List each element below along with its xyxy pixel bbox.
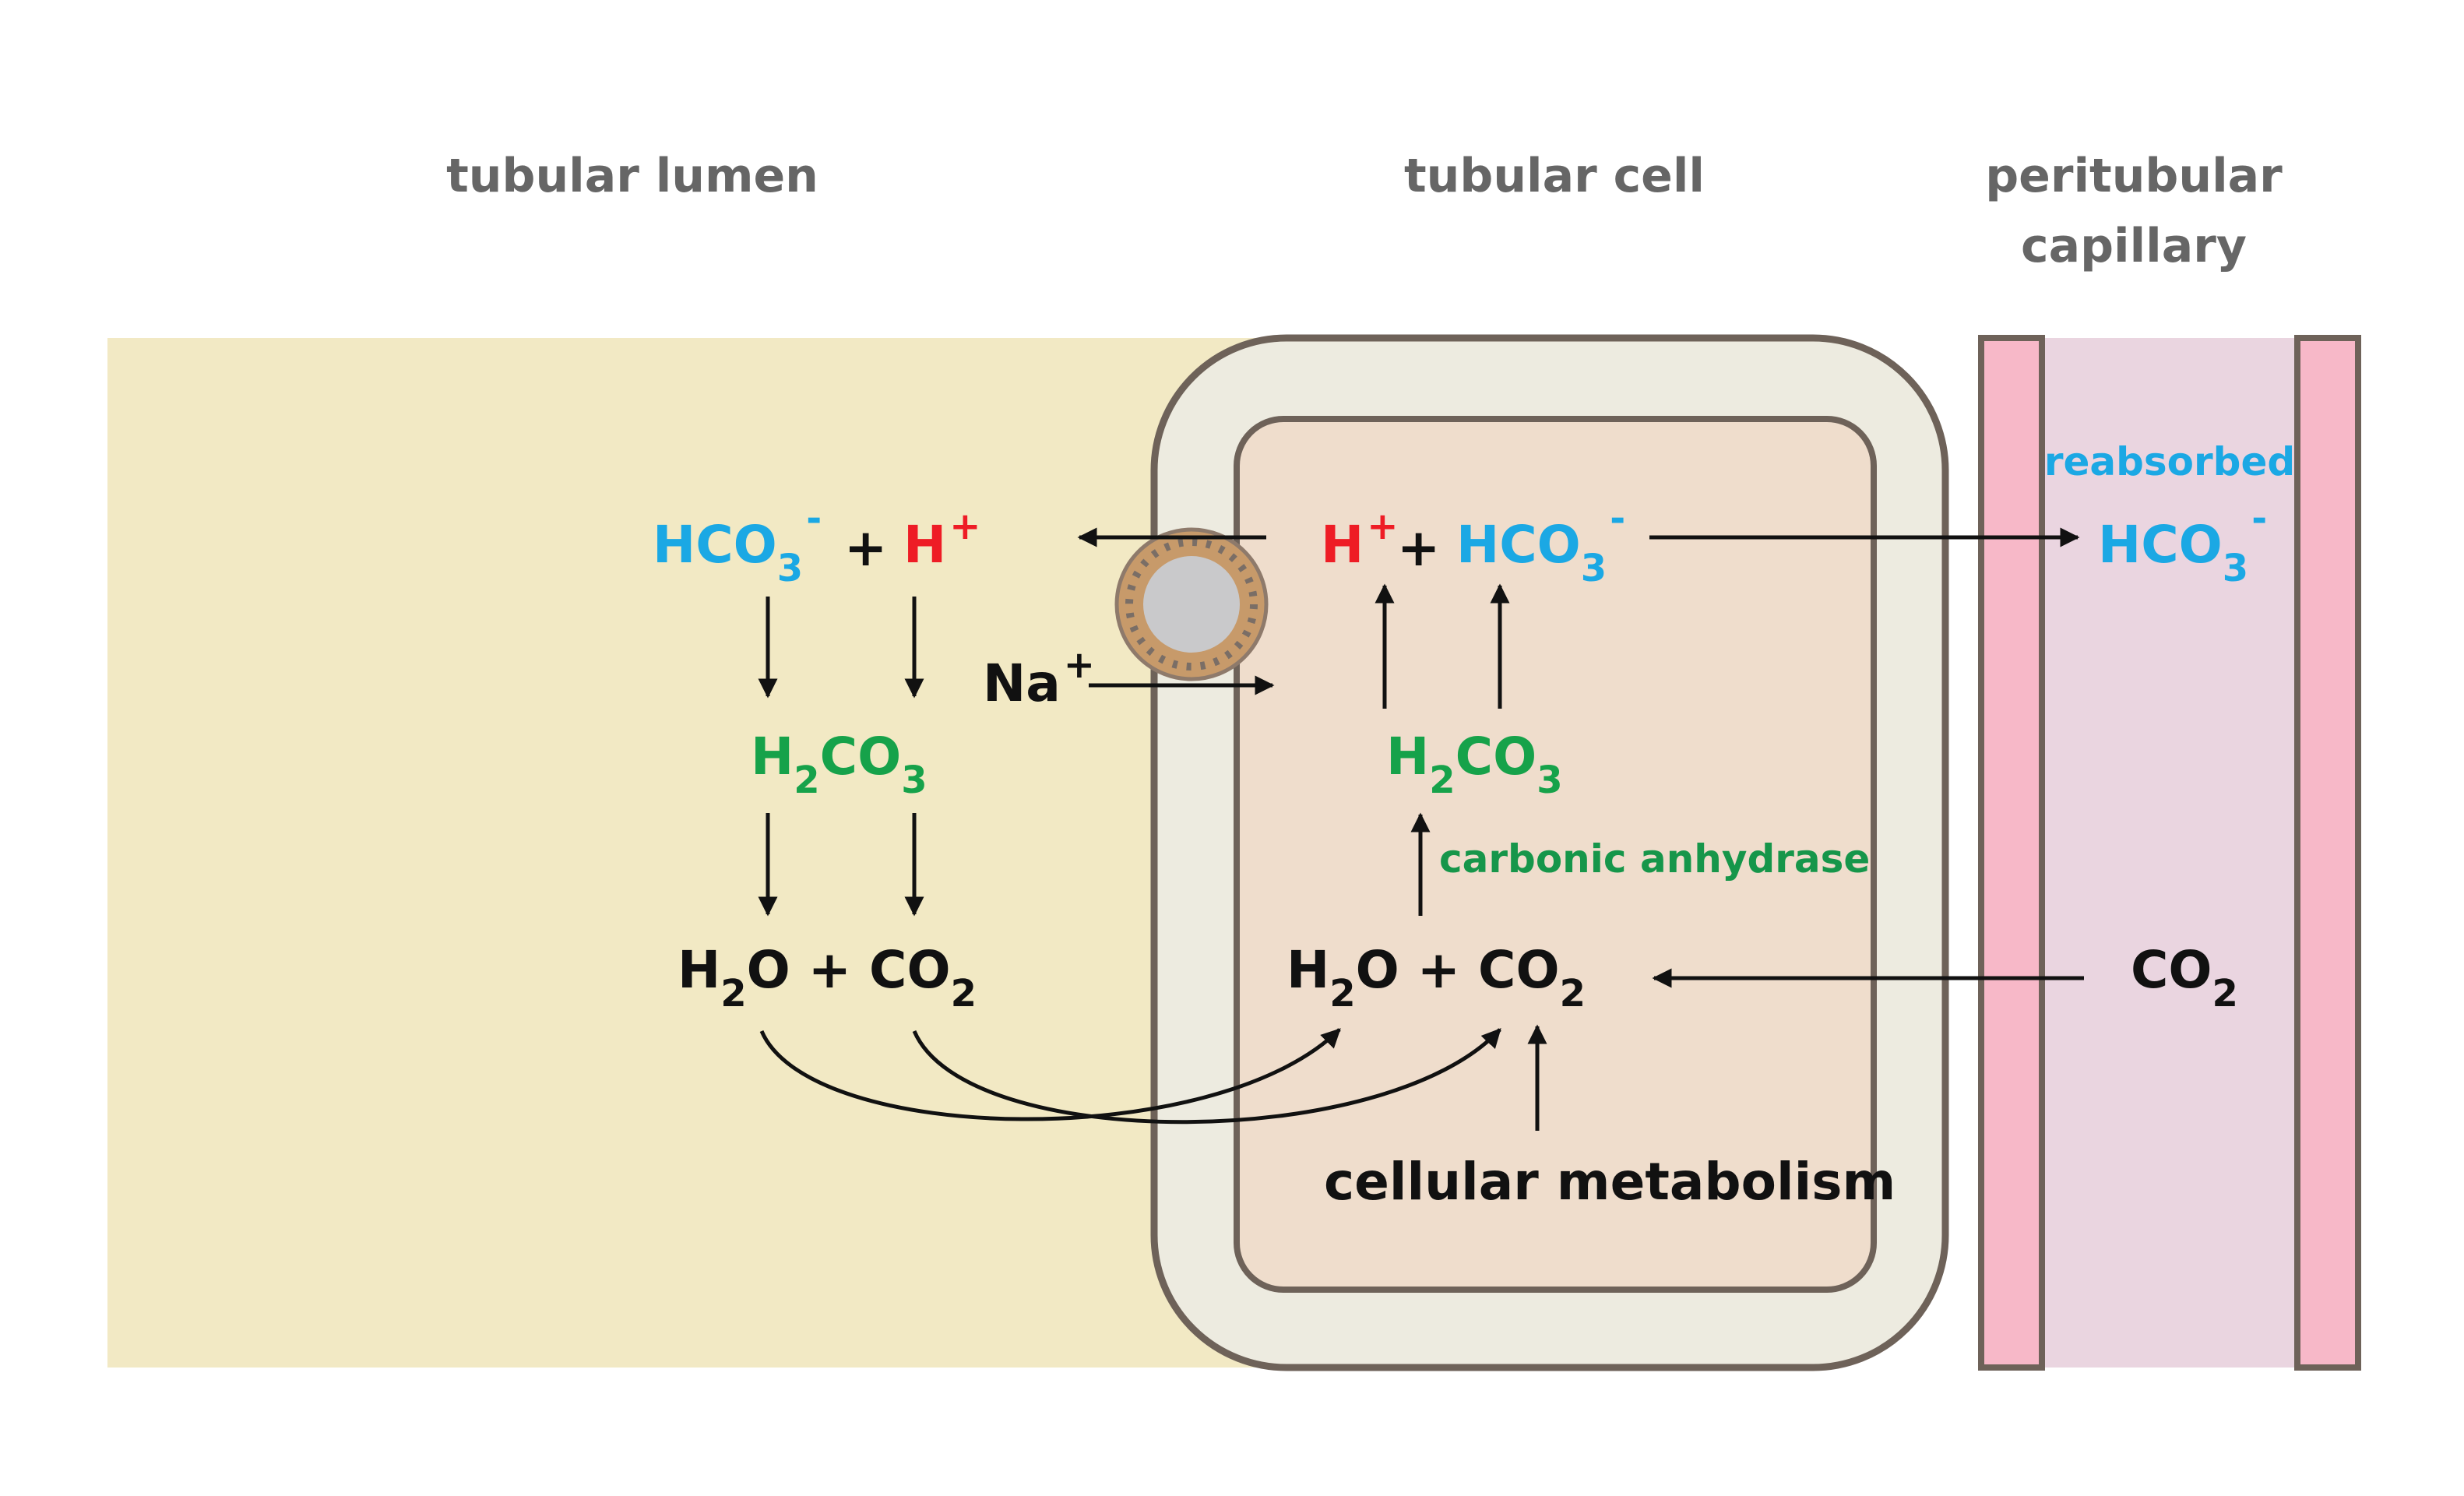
capillary-bicarbonate: HCO3- [2098,497,2267,590]
antiporter-core [1143,556,1240,653]
lumen-water-co2: H2O + CO2 [678,940,977,1016]
capillary-wall-left [1978,335,2045,1371]
cell-plus: + [1397,518,1440,578]
capillary-co2: CO2 [2131,940,2238,1016]
lumen-plus: + [844,518,887,578]
label-tubular-lumen: tubular lumen [446,149,818,203]
tubular-cell-cytoplasm [1234,416,1877,1293]
lumen-carbonic-acid: H2CO3 [751,727,928,802]
label-tubular-cell: tubular cell [1404,149,1705,203]
lumen-bicarbonate: HCO3- [653,497,822,590]
cell-water-co2: H2O + CO2 [1287,940,1586,1016]
lumen-proton: H+ [903,505,980,575]
cellular-metabolism-label: cellular metabolism [1324,1152,1896,1212]
cell-carbonic-acid: H2CO3 [1386,727,1563,802]
capillary-wall-right [2294,335,2361,1371]
arrow-lumen-co2-to-cell [912,1028,1501,1125]
enzyme-label: carbonic anhydrase [1439,836,1870,882]
label-peritubular: peritubular [1985,149,2283,203]
reabsorbed-label: reabsorbed [2044,439,2295,484]
sodium-ion: Na+ [983,643,1095,713]
cell-proton: H+ [1321,505,1398,575]
antiporter-ring-pattern [1125,538,1258,671]
cell-bicarbonate: HCO3- [1456,497,1625,590]
arrow-lumen-water-to-cell [759,1028,1341,1121]
label-capillary: capillary [2021,219,2247,273]
peritubular-capillary-region [2040,338,2297,1368]
tubular-lumen-region [107,338,1322,1368]
